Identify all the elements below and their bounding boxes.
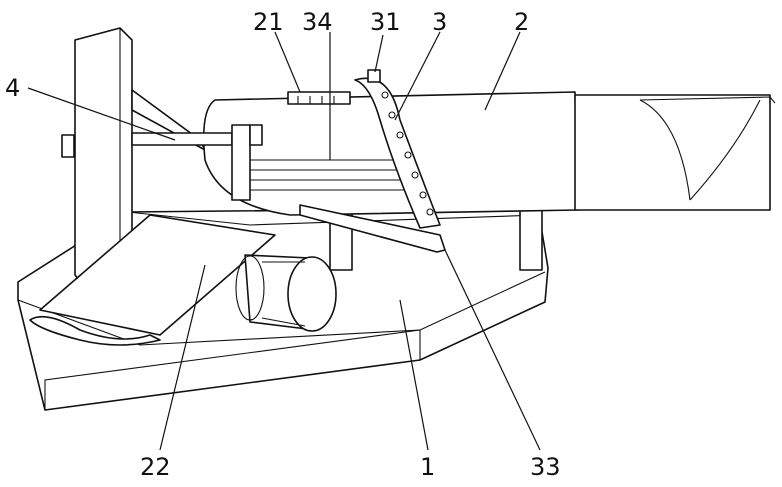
box-21: [288, 92, 350, 104]
label-31: 31: [370, 8, 401, 36]
drum-cylinder-2: [204, 92, 775, 215]
label-34: 34: [302, 8, 333, 36]
label-21: 21: [253, 8, 284, 36]
label-4: 4: [5, 74, 20, 102]
label-3: 3: [432, 8, 447, 36]
arm-4: [132, 133, 232, 145]
clamp-31: [368, 70, 380, 82]
label-1: 1: [420, 453, 435, 481]
label-22: 22: [140, 453, 171, 481]
motor: [236, 255, 336, 331]
label-33: 33: [530, 453, 561, 481]
label-2: 2: [514, 8, 529, 36]
